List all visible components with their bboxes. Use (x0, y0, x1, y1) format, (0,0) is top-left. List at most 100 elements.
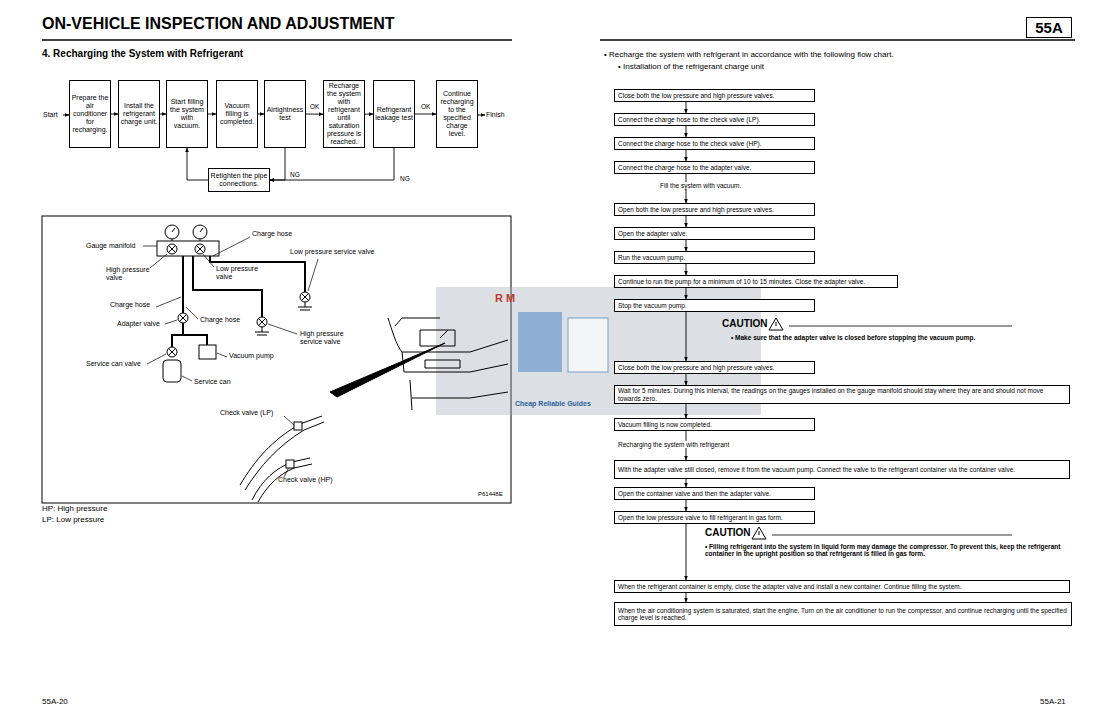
part-name: High pressure valve (106, 266, 158, 282)
instruction-note: • Installation of the refrigerant charge… (618, 62, 764, 71)
box-text: Vacuum filling is now completed. (618, 421, 811, 428)
page-number: 55A-21 (1040, 697, 1066, 706)
box-text: Retighten the pipe connections. (210, 172, 268, 188)
vacuum-pump (199, 345, 216, 359)
step-box: Connect the charge hose to the check val… (614, 137, 815, 150)
edge-label: OK (309, 103, 320, 110)
detail-pointer (330, 343, 445, 397)
instruction-note: • Recharge the system with refrigerant i… (604, 50, 894, 59)
header-rule (42, 39, 512, 40)
flow-connector (686, 264, 687, 275)
box-text: Open both the low pressure and high pres… (618, 206, 811, 213)
flow-connector (686, 150, 687, 161)
high-pressure-valve (167, 244, 177, 254)
low-pressure-service-valve (298, 292, 312, 310)
box-text: Vacuum filling is completed. (218, 102, 256, 126)
page-title: ON-VEHICLE INSPECTION AND ADJUSTMENT (42, 15, 395, 33)
flow-connector (365, 114, 373, 115)
step-box: Stop the vacuum pump. (614, 299, 815, 312)
box-text: With the adapter valve still closed, rem… (618, 466, 1066, 473)
flow-connector (686, 216, 687, 227)
box-text: 55A (1028, 19, 1070, 36)
box-text: Continue to run the pump for a minimum o… (618, 278, 894, 285)
abbreviation-note: LP: Low pressure (42, 515, 104, 524)
vehicle-front (388, 318, 508, 410)
flow-connector (187, 148, 208, 180)
adapter-valve (178, 313, 188, 323)
flow-connector (686, 126, 687, 137)
flow-connector (686, 404, 687, 418)
leader-lines (143, 237, 318, 477)
flow-note: Fill the system with vacuum. (658, 182, 743, 189)
section-heading: 4. Recharging the System with Refrigeran… (42, 48, 243, 60)
edge-label: OK (420, 103, 431, 110)
low-pressure-valve (195, 244, 205, 254)
flow-connector (686, 374, 687, 385)
box-text: Refrigerant leakage test (375, 106, 413, 122)
step-box: Vacuum filling is now completed. (614, 418, 815, 431)
box-text: Recharge the system with refrigerant unt… (325, 82, 363, 146)
box-text: When the refrigerant container is empty,… (618, 583, 1066, 590)
charge-hose (182, 256, 184, 313)
box-text: Open the container valve and then the ad… (618, 490, 811, 497)
flow-connector (686, 312, 687, 361)
step-box: Close both the low pressure and high pre… (614, 361, 815, 374)
watermark-text: Cheap Reliable Guides (515, 400, 591, 408)
step-box: When the refrigerant container is empty,… (614, 580, 1070, 593)
flow-connector (270, 148, 394, 180)
part-name: Service can (194, 378, 231, 386)
step-box: Continue to run the pump for a minimum o… (614, 275, 898, 288)
part-name: Charge hose (200, 316, 240, 324)
page-number: 55A-20 (42, 697, 68, 706)
flow-connector (270, 148, 285, 180)
part-name: High pressure service valve (300, 330, 362, 346)
gauge-needle (172, 228, 203, 232)
flow-connector (686, 479, 687, 487)
box-text: Connect the charge hose to the check val… (618, 116, 811, 123)
step-box: Wait for 5 minutes. During this interval… (614, 385, 1070, 404)
step-box: When the air conditioning system is satu… (614, 602, 1072, 626)
step-box: Run the vacuum pump. (614, 251, 815, 264)
part-name: Charge hose (252, 230, 292, 238)
box-text: Open the low pressure valve to fill refr… (618, 514, 811, 521)
flow-connector (306, 114, 323, 115)
flow-connector (686, 288, 687, 299)
part-name: Low pressure valve (216, 265, 266, 281)
process-box: Recharge the system with refrigerant unt… (323, 80, 365, 148)
part-name: Low pressure service valve (290, 248, 374, 256)
step-box: Connect the charge hose to the check val… (614, 113, 815, 126)
box-text: Wait for 5 minutes. During this interval… (618, 387, 1066, 402)
flow-connector (208, 114, 216, 115)
process-box: Retighten the pipe connections. (208, 168, 270, 192)
warning-triangle (759, 531, 760, 535)
service-can (163, 360, 181, 382)
flow-connector (686, 102, 687, 113)
part-name: Service can valve (86, 360, 141, 368)
gauge-manifold (157, 241, 219, 256)
step-box: Connect the charge hose to the adapter v… (614, 161, 815, 174)
caution-rule (772, 535, 1012, 536)
caution-heading: CAUTION (722, 318, 768, 330)
box-text: Stop the vacuum pump. (618, 302, 811, 309)
flow-connector (686, 524, 687, 580)
process-box: Vacuum filling is completed. (216, 80, 258, 148)
flow-terminal: Finish (486, 111, 505, 119)
charge-hose (172, 323, 207, 347)
box-text: Connect the charge hose to the check val… (618, 140, 811, 147)
flow-connector (111, 114, 118, 115)
process-box: Refrigerant leakage test (373, 80, 415, 148)
caution-text: • Filling refrigerant into the system in… (705, 543, 1067, 558)
part-name: Charge hose (110, 301, 150, 309)
step-box: Close both the low pressure and high pre… (614, 89, 815, 102)
section-tab: 55A (1026, 17, 1072, 38)
high-pressure-service-valve (255, 317, 269, 335)
charge-hose (210, 256, 305, 292)
abbreviation-note: HP: High pressure (42, 504, 107, 513)
box-text: Prepare the air conditioner for rechargi… (71, 94, 109, 134)
box-text: When the air conditioning system is satu… (618, 607, 1068, 622)
step-box: Open the adapter valve. (614, 227, 815, 240)
flow-connector (686, 500, 687, 511)
box-text: Close both the low pressure and high pre… (618, 92, 811, 99)
box-text: Run the vacuum pump. (618, 254, 811, 261)
figure-code: P61448E (478, 491, 503, 498)
